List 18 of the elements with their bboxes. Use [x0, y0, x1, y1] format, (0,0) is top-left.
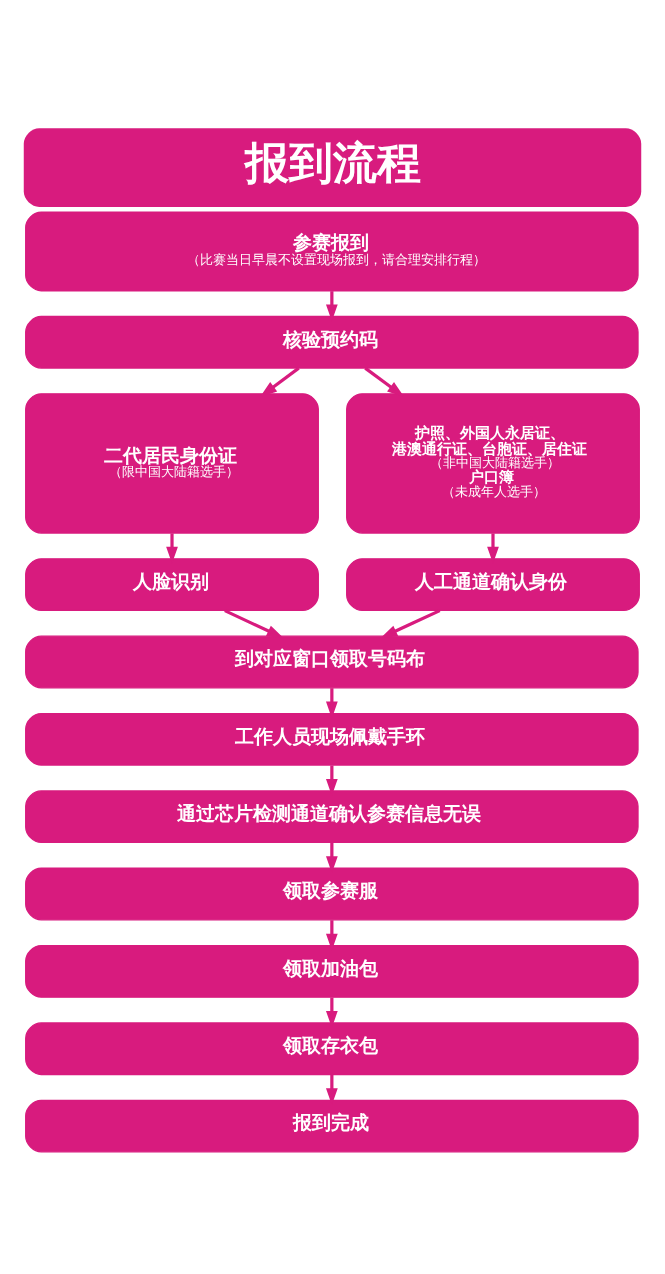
- node-box: 通过芯片检测通道确认参赛信息无误: [25, 789, 639, 843]
- node-box: 二代居民身份证 （限中国大陆籍选手）: [25, 392, 319, 534]
- node-box: 人工通道确认身份: [346, 557, 640, 611]
- node-box: 护照、外国人永居证、港澳通行证、台胞证、居住证 （非中国大陆籍选手） 户口簿 （未成年人选手）: [346, 392, 640, 534]
- node-box: 核验预约码: [25, 315, 639, 369]
- arrow: [380, 608, 441, 638]
- node-box: 报到完成: [25, 1099, 639, 1152]
- node-box: 到对应窗口领取号码布: [25, 635, 639, 688]
- diagram-title: 报到流程: [245, 136, 422, 188]
- node-box: 人脸识别: [25, 557, 319, 611]
- node-box: 领取存衣包: [25, 1021, 639, 1075]
- arrow: [260, 366, 300, 397]
- node-box: 参赛报到 （比赛当日早晨不设置现场报到，请合理安排行程）: [25, 210, 639, 291]
- arrow: [224, 608, 284, 638]
- node-box: 领取参赛服: [25, 867, 639, 920]
- arrow: [364, 366, 405, 397]
- node-box: 领取加油包: [25, 944, 639, 998]
- node-box: 工作人员现场佩戴手环: [25, 712, 639, 766]
